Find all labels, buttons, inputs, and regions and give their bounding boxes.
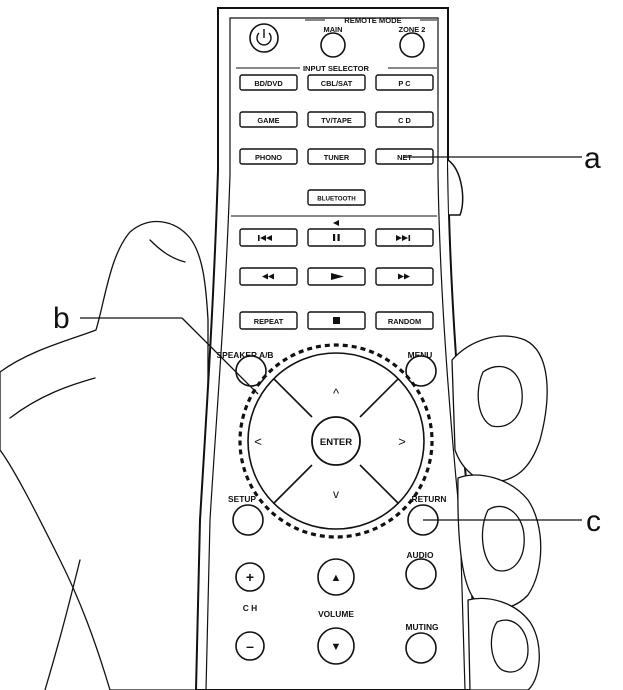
zone2-label: ZONE 2 [399,25,426,34]
right-hand-fingers-illustration [451,335,548,690]
return-label: RETURN [412,494,447,504]
main-button[interactable] [320,32,346,58]
svg-text:REPEAT: REPEAT [254,317,284,326]
svg-text:b: b [53,302,70,335]
random-button[interactable]: RANDOM [375,311,434,330]
svg-text:GAME: GAME [257,116,279,125]
repeat-button[interactable]: REPEAT [239,311,298,330]
dpad-highlight-ring [238,343,434,539]
svg-text:TUNER: TUNER [324,153,350,162]
tuner-button[interactable]: TUNER [307,148,366,165]
ch-label: C H [243,603,257,613]
audio-button[interactable] [405,558,437,590]
svg-text:RANDOM: RANDOM [388,317,421,326]
cbl-sat-button[interactable]: CBL/SAT [307,74,366,91]
pc-button[interactable]: P C [375,74,434,91]
power-button[interactable] [249,23,279,53]
down-button[interactable]: v [333,487,339,501]
direction-pad: ^ v < > ENTER [238,343,434,539]
next-button[interactable] [375,228,434,247]
svg-text:<: < [254,434,262,449]
svg-text:P C: P C [398,79,411,88]
left-hand-illustration [0,220,209,690]
svg-text:TV/TAPE: TV/TAPE [321,116,352,125]
speaker-ab-button[interactable] [235,355,267,387]
setup-label: SETUP [228,494,256,504]
remote-mode-header: REMOTE MODE [344,16,401,25]
zone2-button[interactable] [399,32,425,58]
svg-text:C D: C D [398,116,411,125]
svg-text:ENTER: ENTER [320,437,352,448]
right-button[interactable]: > [398,434,406,449]
bluetooth-button[interactable]: BLUETOOTH [307,189,366,206]
cd-button[interactable]: C D [375,111,434,128]
main-label: MAIN [324,25,343,34]
stop-icon [333,317,340,324]
skip-next-icon [396,235,411,241]
volume-down-icon: ▼ [331,641,342,653]
volume-up-button[interactable]: ▲ [317,558,355,596]
svg-text:>: > [398,434,406,449]
pause-icon [333,234,340,241]
play-button[interactable] [307,267,366,286]
pause-indicator-icon [333,220,339,226]
power-icon [256,29,272,46]
fast-forward-icon [398,273,410,280]
svg-text:^: ^ [333,386,340,401]
muting-label: MUTING [405,622,438,632]
tv-tape-button[interactable]: TV/TAPE [307,111,366,128]
input-selector-header: INPUT SELECTOR [303,64,370,73]
enter-button[interactable]: ENTER [311,416,361,466]
svg-text:BLUETOOTH: BLUETOOTH [317,196,356,203]
menu-button[interactable] [405,355,437,387]
svg-text:v: v [333,487,339,501]
callout-b: b [53,302,259,395]
menu-label: MENU [408,350,433,360]
volume-label: VOLUME [318,609,354,619]
svg-text:–: – [246,638,254,654]
speaker-ab-label: SPEAKER A/B [217,350,274,360]
volume-up-icon: ▲ [331,572,342,584]
audio-label: AUDIO [407,550,434,560]
ch-down-button[interactable]: – [235,631,265,661]
fast-forward-button[interactable] [375,267,434,286]
rewind-button[interactable] [239,267,298,286]
callout-c: c [423,505,601,538]
bd-dvd-button[interactable]: BD/DVD [239,74,298,91]
muting-button[interactable] [405,632,437,664]
svg-text:BD/DVD: BD/DVD [254,79,283,88]
svg-text:CBL/SAT: CBL/SAT [321,79,353,88]
up-button[interactable]: ^ [333,386,340,401]
rewind-icon [262,273,274,280]
svg-text:PHONO: PHONO [255,153,282,162]
play-icon [331,273,344,280]
left-button[interactable]: < [254,434,262,449]
stop-button[interactable] [307,311,366,330]
phono-button[interactable]: PHONO [239,148,298,165]
setup-button[interactable] [232,504,264,536]
game-button[interactable]: GAME [239,111,298,128]
remote-control [194,7,477,690]
ch-up-button[interactable]: + [235,562,265,592]
svg-text:c: c [586,505,601,538]
volume-down-button[interactable]: ▼ [317,627,355,665]
svg-text:a: a [584,142,601,175]
svg-text:+: + [246,569,254,585]
prev-button[interactable] [239,228,298,247]
callout-a: a [404,142,601,175]
pause-button[interactable] [307,220,366,247]
skip-previous-icon [258,235,272,241]
